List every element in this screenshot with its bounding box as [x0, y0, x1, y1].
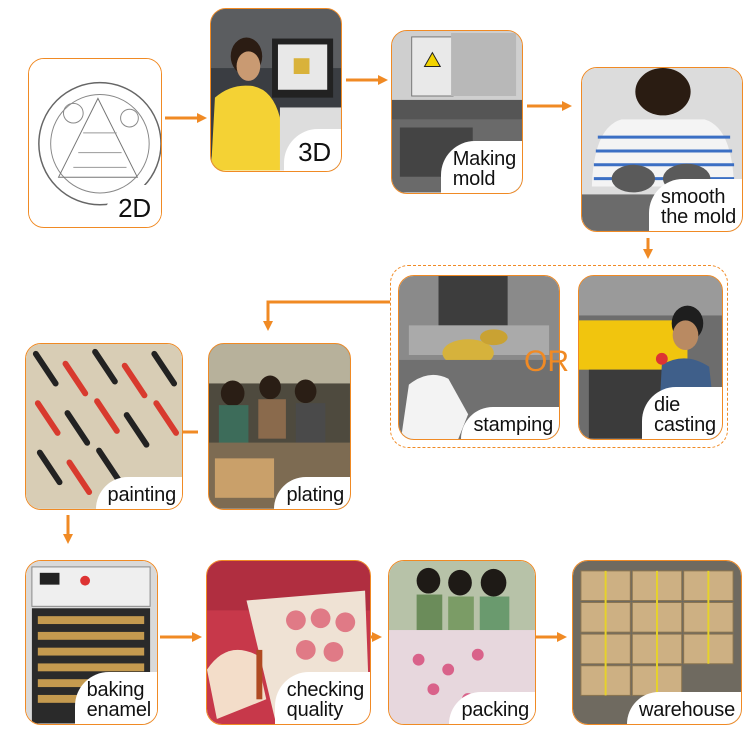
label-die-casting: die casting: [642, 387, 722, 439]
step-2d-card: 2D: [28, 58, 162, 228]
label-quality: quality: [286, 699, 344, 721]
label-the-mold: the mold: [660, 206, 736, 228]
label-painting: painting: [95, 477, 182, 509]
label-plating: plating: [274, 477, 350, 509]
label-smooth-mold: smooth the mold: [648, 179, 742, 231]
label-warehouse: warehouse: [626, 692, 741, 724]
label-baking-enamel: baking enamel: [74, 672, 157, 724]
label-packing: packing: [449, 692, 535, 724]
step-checking-quality-card: checking quality: [206, 560, 371, 725]
label-2d: 2D: [104, 185, 161, 227]
label-making: Making: [452, 148, 516, 170]
stamping-or-casting-group: [390, 265, 728, 448]
label-smooth: smooth: [660, 186, 726, 208]
label-mold: mold: [452, 168, 496, 190]
arrow-to-plating: [263, 300, 390, 331]
step-painting-card: painting: [25, 343, 183, 510]
step-packing-card: packing: [388, 560, 536, 725]
label-casting: casting: [654, 414, 716, 436]
label-stamping: stamping: [461, 407, 559, 439]
label-die: die: [654, 394, 681, 416]
step-plating-card: plating: [208, 343, 351, 510]
step-smooth-mold-card: smooth the mold: [581, 67, 743, 232]
designer-computer-image: [211, 9, 341, 171]
painted-pins-image: [26, 344, 182, 509]
or-text: OR: [524, 345, 569, 378]
label-checking-quality: checking quality: [274, 672, 370, 724]
die-casting-machine-image: [579, 276, 722, 439]
step-baking-enamel-card: baking enamel: [25, 560, 158, 725]
step-die-casting-card: die casting: [578, 275, 723, 440]
label-checking: checking: [286, 679, 365, 701]
step-warehouse-card: warehouse: [572, 560, 742, 725]
label-3d: 3D: [284, 129, 341, 171]
step-stamping-card: stamping: [398, 275, 560, 440]
label-enamel: enamel: [86, 699, 152, 721]
label-making-mold: Making mold: [440, 141, 522, 193]
step-3d-card: 3D: [210, 8, 342, 172]
label-baking: baking: [86, 679, 145, 701]
step-making-mold-card: Making mold: [391, 30, 523, 194]
